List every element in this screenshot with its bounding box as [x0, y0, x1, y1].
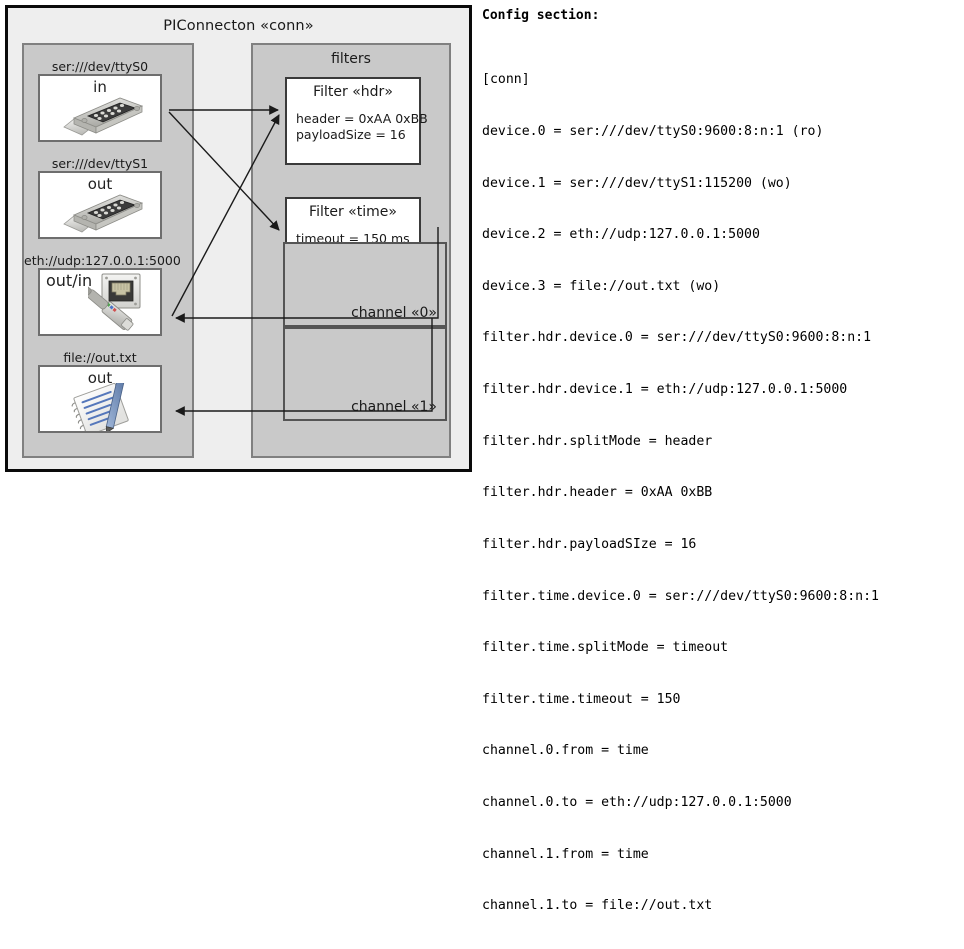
channel-label: channel «1»: [351, 399, 437, 415]
filter-properties: header = 0xAA 0xBB payloadSize = 16: [296, 111, 428, 143]
device-box[interactable]: out/in: [38, 268, 162, 336]
config-line: device.1 = ser:///dev/ttyS1:115200 (wo): [482, 175, 792, 191]
device-direction: out: [87, 175, 113, 193]
device-direction: out/in: [46, 271, 93, 290]
device-label: ser:///dev/ttyS0: [51, 59, 149, 74]
channel-box-0[interactable]: channel «0»: [283, 242, 447, 327]
device-ser-ttyS0[interactable]: ser:///dev/ttyS0 in: [38, 59, 162, 142]
piconnecton-component-frame: PIConnecton «conn» ser:///dev/ttyS0 in: [5, 5, 472, 472]
config-line: filter.time.device.0 = ser:///dev/ttyS0:…: [482, 588, 879, 604]
device-ser-ttyS1[interactable]: ser:///dev/ttyS1 out: [38, 156, 162, 239]
serial-port-icon: [63, 97, 144, 136]
config-line: [conn]: [482, 72, 530, 88]
channel-box-1[interactable]: channel «1»: [283, 327, 447, 421]
config-line: filter.hdr.device.1 = eth://udp:127.0.0.…: [482, 382, 848, 398]
device-direction: out: [87, 369, 113, 387]
config-line: filter.time.timeout = 150: [482, 691, 681, 707]
config-line: channel.0.from = time: [482, 743, 649, 759]
device-direction: in: [93, 78, 107, 96]
config-heading: Config section:: [482, 8, 600, 23]
filters-panel-title: filters: [331, 51, 371, 67]
device-box[interactable]: in: [38, 74, 162, 142]
text-document-icon: [71, 383, 129, 431]
config-line: device.3 = file://out.txt (wo): [482, 278, 721, 294]
diagram-canvas: PIConnecton «conn» ser:///dev/ttyS0 in: [5, 5, 960, 913]
filter-card-hdr[interactable]: Filter «hdr» header = 0xAA 0xBB payloadS…: [285, 77, 428, 165]
ethernet-jack-icon: [88, 273, 141, 331]
config-section: Config section: [conn] device.0 = ser://…: [482, 8, 960, 913]
device-box[interactable]: out: [38, 171, 162, 239]
device-box[interactable]: out: [38, 365, 162, 433]
filters-panel: filters Filter «hdr» header = 0xAA 0xBB …: [251, 43, 451, 458]
config-line: channel.1.from = time: [482, 846, 649, 862]
page-title: PIConnecton «conn»: [163, 18, 314, 34]
config-line: filter.time.splitMode = timeout: [482, 640, 729, 656]
devices-panel: ser:///dev/ttyS0 in: [22, 43, 194, 458]
filter-title: Filter «time»: [309, 204, 397, 220]
config-line: filter.hdr.header = 0xAA 0xBB: [482, 485, 713, 501]
config-line: filter.hdr.splitMode = header: [482, 433, 713, 449]
config-line: channel.0.to = eth://udp:127.0.0.1:5000: [482, 794, 792, 810]
config-line: device.2 = eth://udp:127.0.0.1:5000: [482, 227, 760, 243]
channel-label: channel «0»: [351, 305, 437, 321]
filter-title: Filter «hdr»: [313, 84, 393, 100]
device-label: file://out.txt: [63, 350, 137, 365]
config-line: channel.1.to = file://out.txt: [482, 898, 713, 914]
config-line: device.0 = ser:///dev/ttyS0:9600:8:n:1 (…: [482, 124, 824, 140]
config-line: filter.hdr.payloadSIze = 16: [482, 536, 697, 552]
config-body[interactable]: [conn] device.0 = ser:///dev/ttyS0:9600:…: [482, 37, 960, 949]
device-eth-udp[interactable]: eth://udp:127.0.0.1:5000 out/in: [24, 253, 181, 336]
config-line: filter.hdr.device.0 = ser:///dev/ttyS0:9…: [482, 330, 872, 346]
serial-port-icon: [63, 194, 144, 233]
filter-prop: header = 0xAA 0xBB: [296, 111, 428, 126]
device-label: eth://udp:127.0.0.1:5000: [24, 253, 181, 268]
filter-prop: payloadSize = 16: [296, 127, 406, 142]
device-label: ser:///dev/ttyS1: [51, 156, 149, 171]
device-file-out-txt[interactable]: file://out.txt out: [38, 350, 162, 433]
